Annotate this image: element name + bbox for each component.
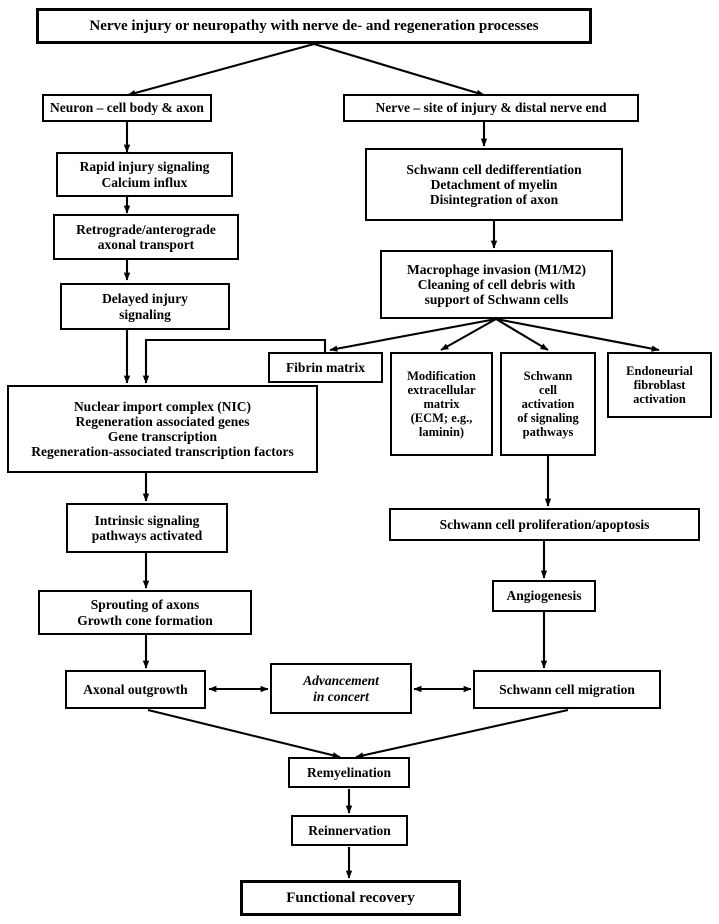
node-schwann-dedifferentiation[interactable]: Schwann cell dedifferentiation Detachmen… — [365, 148, 623, 221]
node-schwann-proliferation-label: Schwann cell proliferation/apoptosis — [439, 516, 650, 532]
node-advancement-in-concert[interactable]: Advancement in concert — [270, 663, 412, 714]
edge-macrophage-to-endoneurial — [495, 317, 660, 352]
node-rapid-injury[interactable]: Rapid injury signaling Calcium influx — [56, 152, 233, 197]
edge-outgrowth-to-remyelination — [147, 708, 341, 759]
node-delayed-injury[interactable]: Delayed injury signaling — [60, 283, 230, 330]
node-neuron-branch[interactable]: Neuron – cell body & axon — [42, 94, 212, 122]
node-schwann-migration-label: Schwann cell migration — [499, 681, 635, 697]
node-axonal-outgrowth-label: Axonal outgrowth — [83, 681, 188, 697]
node-schwann-proliferation[interactable]: Schwann cell proliferation/apoptosis — [389, 508, 700, 541]
node-reinnervation[interactable]: Reinnervation — [291, 815, 408, 846]
edge-macrophage-to-fibrin — [329, 317, 497, 352]
node-schwann-cell-activation-label: Schwann cell activation of signaling pat… — [517, 369, 579, 439]
node-endoneurial-fibroblast-label: Endoneurial fibroblast activation — [626, 364, 693, 406]
edge-root-to-nerve — [313, 42, 485, 97]
node-angiogenesis[interactable]: Angiogenesis — [492, 580, 596, 612]
node-neuron-branch-label: Neuron – cell body & axon — [50, 100, 204, 116]
node-fibrin-matrix-label: Fibrin matrix — [285, 359, 366, 375]
node-rapid-injury-label: Rapid injury signaling Calcium influx — [79, 159, 210, 190]
node-intrinsic-signaling[interactable]: Intrinsic signaling pathways activated — [66, 503, 228, 553]
edge-migration-to-remyelination — [355, 708, 569, 759]
edge-root-to-neuron — [127, 42, 315, 97]
node-advancement-in-concert-label: Advancement in concert — [303, 673, 379, 704]
node-reinnervation-label: Reinnervation — [308, 822, 391, 838]
node-nerve-branch[interactable]: Nerve – site of injury & distal nerve en… — [343, 94, 639, 122]
node-axonal-transport[interactable]: Retrograde/anterograde axonal transport — [53, 214, 239, 260]
node-intrinsic-signaling-label: Intrinsic signaling pathways activated — [91, 512, 203, 543]
node-ecm-modification-label: Modification extracellular matrix (ECM; … — [407, 369, 476, 439]
node-functional-recovery[interactable]: Functional recovery — [240, 880, 461, 916]
node-remyelination[interactable]: Remyelination — [288, 757, 410, 788]
node-delayed-injury-label: Delayed injury signaling — [102, 291, 188, 322]
node-angiogenesis-label: Angiogenesis — [506, 588, 582, 604]
node-functional-recovery-label: Functional recovery — [286, 889, 415, 906]
node-root-label: Nerve injury or neuropathy with nerve de… — [89, 17, 539, 34]
node-nerve-branch-label: Nerve – site of injury & distal nerve en… — [375, 100, 607, 116]
node-fibrin-matrix[interactable]: Fibrin matrix — [268, 352, 383, 383]
node-axonal-transport-label: Retrograde/anterograde axonal transport — [76, 221, 216, 252]
edge-macrophage-to-ecm — [440, 318, 497, 351]
node-endoneurial-fibroblast[interactable]: Endoneurial fibroblast activation — [607, 352, 712, 418]
node-schwann-migration[interactable]: Schwann cell migration — [473, 670, 661, 709]
node-sprouting[interactable]: Sprouting of axons Growth cone formation — [38, 590, 252, 635]
node-remyelination-label: Remyelination — [307, 764, 391, 780]
node-axonal-outgrowth[interactable]: Axonal outgrowth — [65, 670, 206, 709]
node-sprouting-label: Sprouting of axons Growth cone formation — [77, 597, 213, 628]
node-nuclear-import-complex[interactable]: Nuclear import complex (NIC) Regeneratio… — [7, 385, 318, 473]
node-macrophage-invasion-label: Macrophage invasion (M1/M2) Cleaning of … — [407, 261, 586, 308]
edge-macrophage-to-activation — [495, 318, 549, 351]
node-root[interactable]: Nerve injury or neuropathy with nerve de… — [36, 8, 592, 44]
node-nuclear-import-complex-label: Nuclear import complex (NIC) Regeneratio… — [31, 398, 294, 460]
node-macrophage-invasion[interactable]: Macrophage invasion (M1/M2) Cleaning of … — [380, 250, 613, 319]
node-ecm-modification[interactable]: Modification extracellular matrix (ECM; … — [390, 352, 493, 456]
node-schwann-dedifferentiation-label: Schwann cell dedifferentiation Detachmen… — [406, 161, 582, 208]
node-schwann-cell-activation[interactable]: Schwann cell activation of signaling pat… — [500, 352, 596, 456]
